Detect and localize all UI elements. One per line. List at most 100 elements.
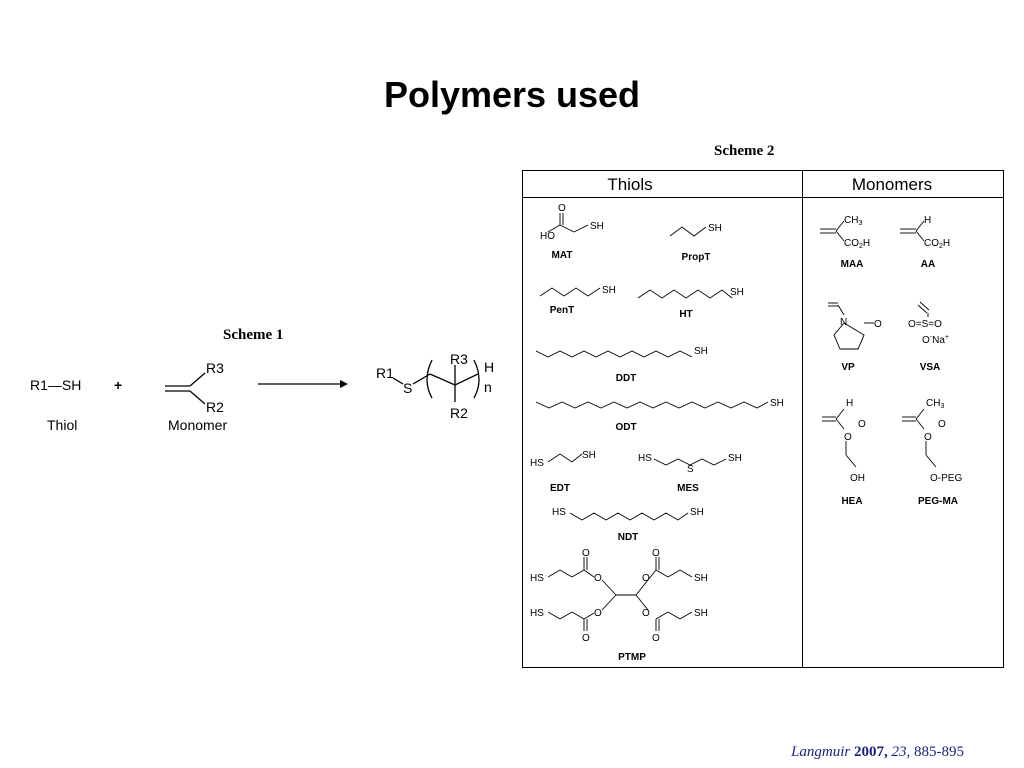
ptmp-atom-o4: O <box>642 573 650 584</box>
ndt-structure <box>569 512 689 521</box>
odt-atom-sh: SH <box>770 398 784 409</box>
scheme1-monomer-r3: R3 <box>206 360 224 376</box>
edt-atom-hs: HS <box>530 458 544 469</box>
hea-atom-o1: O <box>844 432 852 443</box>
hea-atom-oh: OH <box>850 473 865 484</box>
slide-title: Polymers used <box>383 74 641 115</box>
scheme1-thiol-label: Thiol <box>47 417 77 433</box>
pent-atom-sh: SH <box>602 285 616 296</box>
scheme1-monomer-structure <box>165 372 206 405</box>
monomer-label-vsa: VSA <box>920 362 941 373</box>
citation: Langmuir 2007, 23, 885-895 <box>791 744 964 761</box>
citation-volume: 23, <box>891 744 911 760</box>
thiol-label-ptmp: PTMP <box>618 652 646 663</box>
mes-structure <box>653 458 727 466</box>
ptmp-atom-sh1: SH <box>694 573 708 584</box>
scheme2-caption: Scheme 2 <box>714 143 775 159</box>
edt-structure <box>547 453 583 463</box>
scheme1-monomer-label: Monomer <box>168 417 227 433</box>
mat-atom-ho: HO <box>540 231 555 242</box>
ptmp-atom-o2: O <box>594 573 602 584</box>
ndt-atom-hs: HS <box>552 507 566 518</box>
pent-structure <box>539 287 601 297</box>
ht-structure <box>637 289 733 299</box>
ddt-structure <box>535 350 693 358</box>
thiol-label-edt: EDT <box>550 483 570 494</box>
pegma-atom-opeg: O-PEG <box>930 473 962 484</box>
citation-pages: 885-895 <box>914 744 964 760</box>
aa-atom-h: H <box>924 215 931 226</box>
odt-structure <box>535 401 769 409</box>
maa-atom-co2h: CO2H <box>844 238 870 250</box>
hea-atom-h: H <box>846 398 853 409</box>
ptmp-atom-o3: O <box>652 548 660 559</box>
ddt-atom-sh: SH <box>694 346 708 357</box>
scheme1-caption: Scheme 1 <box>223 327 284 343</box>
aa-atom-co2h: CO2H <box>924 238 950 250</box>
table-header-thiols: Thiols <box>607 175 652 194</box>
citation-journal: Langmuir <box>791 744 851 760</box>
thiol-label-ht: HT <box>679 309 692 320</box>
mes-atom-sh: SH <box>728 453 742 464</box>
thiol-label-mes: MES <box>677 483 699 494</box>
hea-atom-o2: O <box>858 419 866 430</box>
ptmp-atom-o1: O <box>582 548 590 559</box>
ndt-atom-sh: SH <box>690 507 704 518</box>
scheme1-thiol-formula: R1—SH <box>30 377 81 393</box>
ptmp-structure <box>547 557 693 631</box>
scheme1-plus: + <box>114 377 122 393</box>
monomer-label-pegma: PEG-MA <box>918 496 958 507</box>
pegma-atom-o2: O <box>938 419 946 430</box>
ptmp-atom-hs2: HS <box>530 608 544 619</box>
monomer-label-maa: MAA <box>841 259 864 270</box>
ptmp-atom-o5: O <box>594 608 602 619</box>
product-r2: R2 <box>450 405 468 421</box>
thiol-label-ndt: NDT <box>618 532 639 543</box>
citation-year: 2007, <box>854 744 888 760</box>
pegma-atom-ch3: CH3 <box>926 398 944 410</box>
pegma-atom-o1: O <box>924 432 932 443</box>
mat-atom-sh: SH <box>590 221 604 232</box>
ptmp-atom-o7: O <box>642 608 650 619</box>
product-r3: R3 <box>450 351 468 367</box>
scheme1-diagram: R1—SH + Thiol R3 R2 Monomer R1 S R3 R2 H… <box>30 351 494 433</box>
hea-structure <box>822 408 857 468</box>
reaction-arrow <box>258 380 348 388</box>
table-header-monomers: Monomers <box>852 175 932 194</box>
ptmp-atom-o8: O <box>652 633 660 644</box>
product-r1: R1 <box>376 365 394 381</box>
ptmp-atom-sh2: SH <box>694 608 708 619</box>
product-structure <box>392 359 480 402</box>
mes-atom-hs: HS <box>638 453 652 464</box>
thiol-label-propt: PropT <box>682 252 711 263</box>
aa-structure <box>900 220 925 242</box>
mat-atom-o: O <box>558 203 566 214</box>
mes-atom-s: S <box>687 464 694 475</box>
scheme2-table: Thiols Monomers <box>522 170 1004 668</box>
mat-structure <box>547 213 589 233</box>
monomer-label-hea: HEA <box>841 496 862 507</box>
vp-structure <box>828 302 874 350</box>
product-n: n <box>484 379 492 395</box>
vsa-structure <box>917 301 930 317</box>
vp-atom-o: O <box>874 319 882 330</box>
product-s: S <box>403 380 412 396</box>
ptmp-atom-hs1: HS <box>530 573 544 584</box>
scheme1-monomer-r2: R2 <box>206 399 224 415</box>
propt-structure <box>669 226 707 237</box>
vsa-atom-ona: O-Na+ <box>922 334 949 346</box>
monomer-label-vp: VP <box>841 362 855 373</box>
vp-atom-n: N <box>840 317 847 328</box>
maa-atom-ch3: CH3 <box>844 215 862 227</box>
vsa-atom-o-s-o: O=S=O <box>908 319 942 330</box>
thiol-label-ddt: DDT <box>616 373 637 384</box>
ptmp-atom-o6: O <box>582 633 590 644</box>
edt-atom-sh: SH <box>582 450 596 461</box>
thiol-label-odt: ODT <box>615 422 636 433</box>
product-h: H <box>484 359 494 375</box>
monomer-label-aa: AA <box>921 259 935 270</box>
thiol-label-pent: PenT <box>550 305 574 316</box>
pegma-structure <box>902 408 937 468</box>
maa-structure <box>820 220 845 242</box>
thiol-label-mat: MAT <box>552 250 573 261</box>
